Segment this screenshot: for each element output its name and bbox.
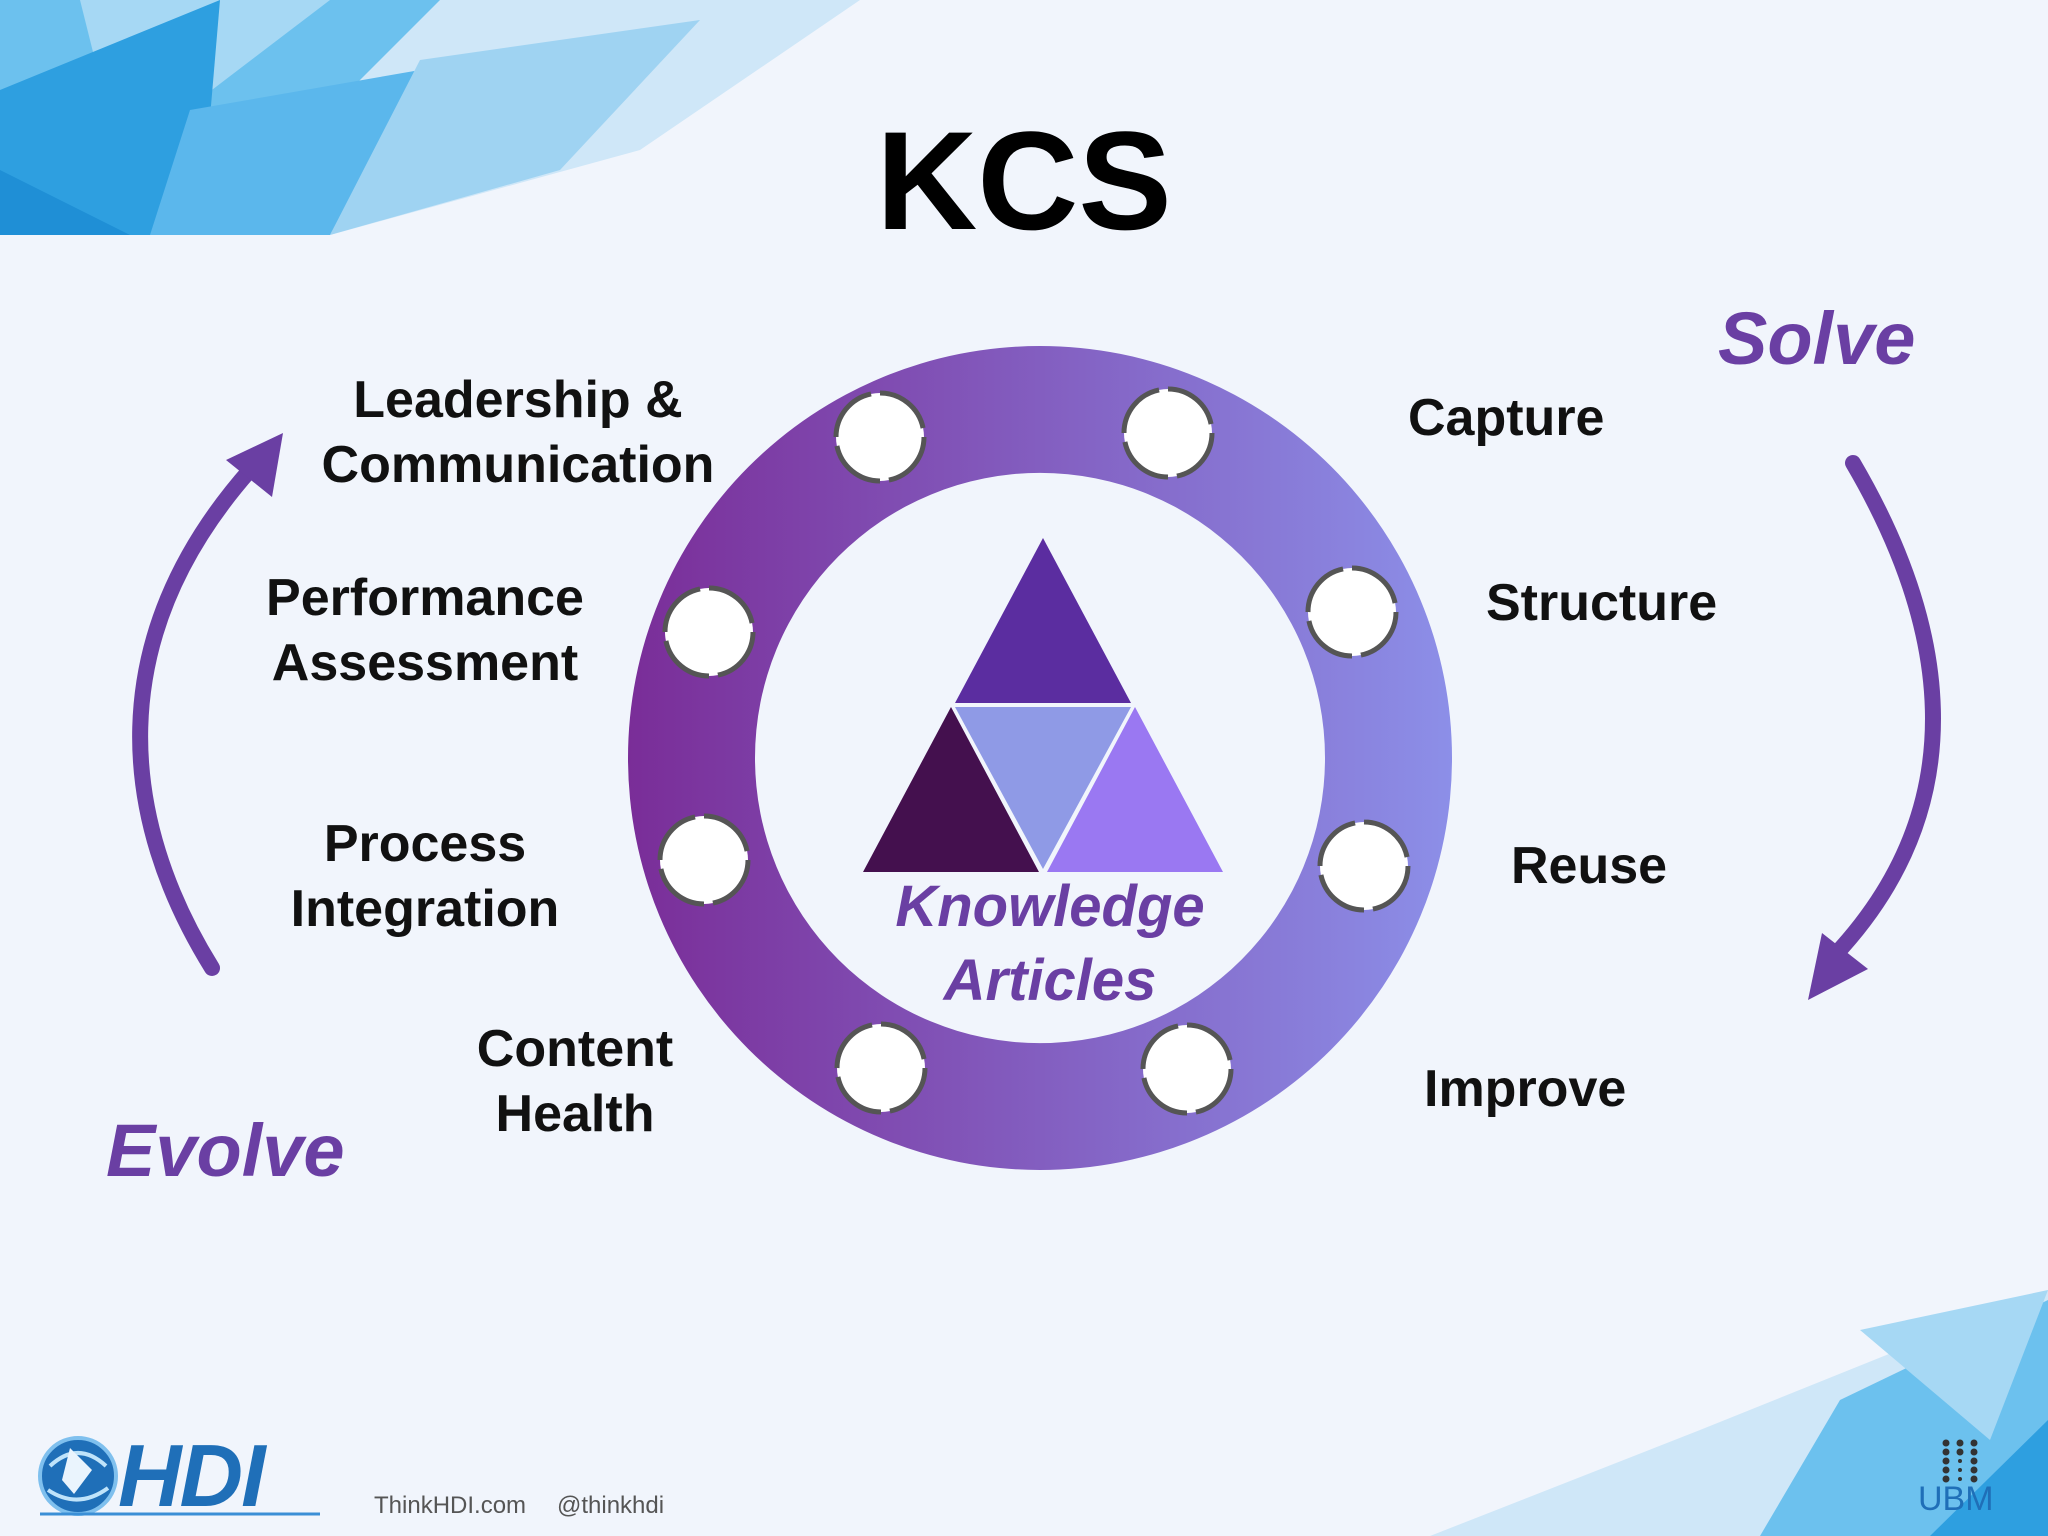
footer-site: ThinkHDI.com: [374, 1492, 527, 1519]
practice-label-improve: Improve: [1424, 1060, 1627, 1118]
practice-circle-icon: [834, 1021, 928, 1115]
practice-circle-icon: [657, 813, 751, 907]
practice-circle-icon: [833, 390, 927, 484]
ubm-dot: [1942, 1457, 1950, 1465]
practice-label-structure: Structure: [1486, 574, 1718, 632]
ubm-dot: [1970, 1457, 1978, 1465]
practice-label-leadership: Leadership & Communication: [321, 371, 715, 494]
ubm-dot: [1942, 1466, 1950, 1474]
ubm-dot: [1942, 1448, 1950, 1456]
practice-label-process: Process Integration: [290, 815, 560, 938]
kcs-ring: [628, 346, 1452, 1170]
knowledge-articles-label: Knowledge Articles: [895, 874, 1205, 1014]
ubm-dot: [1970, 1448, 1978, 1456]
practice-circles: [657, 386, 1411, 1116]
ubm-dot: [1970, 1439, 1978, 1447]
ubm-icon: [1942, 1439, 1978, 1483]
ubm-dot: [1942, 1439, 1950, 1447]
practice-label-content: Content Health: [476, 1020, 674, 1143]
triangle-left: [863, 707, 1039, 872]
practice-circle-icon: [1317, 819, 1411, 913]
solve-arrow: [1808, 455, 1941, 1000]
practice-circle-icon: [1140, 1022, 1234, 1116]
ubm-dot: [1970, 1475, 1978, 1483]
hdi-logo-text: HDI: [118, 1426, 266, 1525]
header-decoration: [0, 0, 860, 235]
ubm-dot: [1956, 1448, 1964, 1456]
triangle-right: [1047, 707, 1223, 872]
solve-label: Solve: [1718, 297, 1916, 380]
evolve-label: Evolve: [106, 1109, 345, 1192]
ubm-logo-text: UBM: [1918, 1480, 1994, 1518]
hdi-globe-icon: [38, 1436, 118, 1516]
ubm-dot: [1958, 1459, 1962, 1463]
center-triangle: [863, 538, 1223, 872]
practice-circle-icon: [1305, 565, 1399, 659]
ubm-dot: [1958, 1477, 1962, 1481]
ubm-dot: [1970, 1466, 1978, 1474]
ubm-dot: [1942, 1475, 1950, 1483]
practice-label-capture: Capture: [1408, 389, 1605, 447]
page-title: KCS: [876, 102, 1172, 259]
triangle-middle: [955, 707, 1131, 869]
practice-circle-icon: [662, 585, 756, 679]
triangle-top: [955, 538, 1131, 703]
footer-handle: @thinkhdi: [557, 1492, 665, 1519]
practice-label-performance: Performance Assessment: [266, 569, 584, 692]
ubm-dot: [1958, 1468, 1962, 1472]
practice-label-reuse: Reuse: [1511, 837, 1668, 895]
practice-circle-icon: [1121, 386, 1215, 480]
ubm-dot: [1956, 1439, 1964, 1447]
evolve-arrow: [132, 433, 283, 976]
